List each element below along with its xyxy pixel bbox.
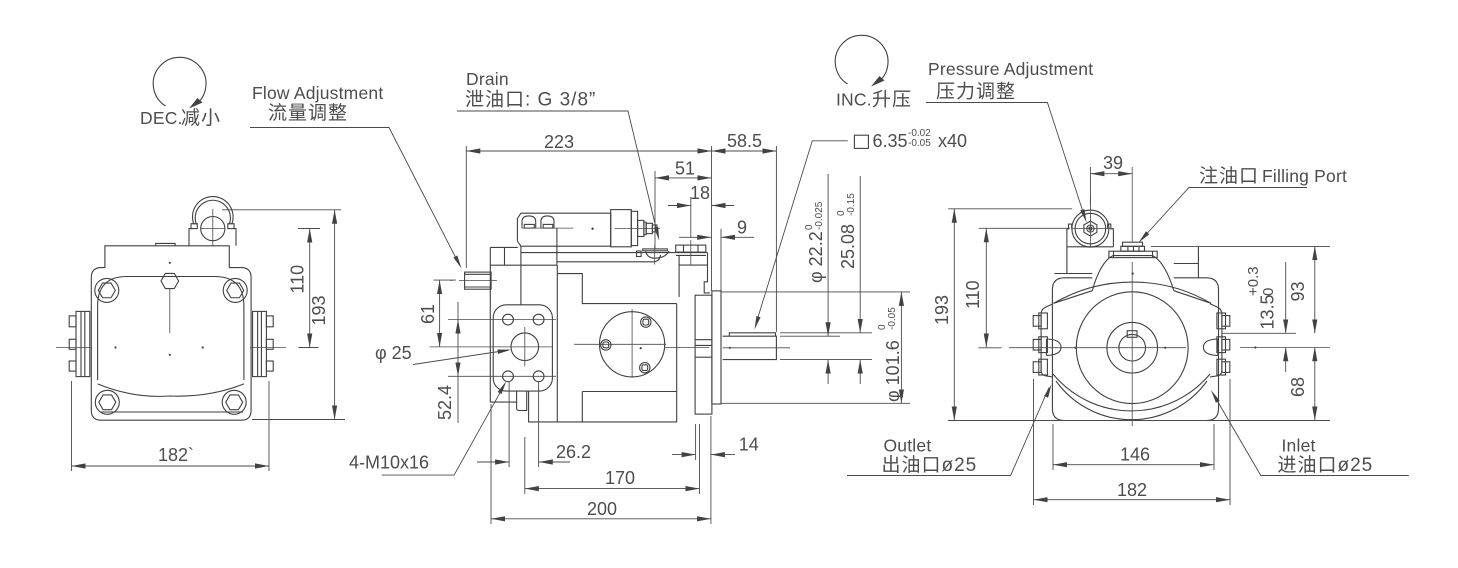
svg-text:Flow Adjustment: Flow Adjustment [252, 83, 383, 103]
svg-text:13.5: 13.5 [1258, 294, 1278, 329]
svg-text:93: 93 [1288, 281, 1308, 301]
svg-text:52.4: 52.4 [435, 385, 455, 420]
svg-text:φ 101.6: φ 101.6 [883, 340, 903, 402]
svg-text:注油口: 注油口 [1199, 165, 1259, 187]
svg-text:DEC.: DEC. [140, 108, 183, 128]
svg-text:146: 146 [1120, 445, 1150, 465]
svg-text:110: 110 [287, 265, 307, 294]
svg-text:出油口ø25: 出油口ø25 [882, 454, 978, 476]
svg-text:26.2: 26.2 [556, 442, 591, 462]
svg-text:+0.3: +0.3 [1245, 266, 1262, 296]
svg-text:18: 18 [690, 183, 710, 203]
svg-text:0: 0 [1260, 288, 1277, 296]
svg-text:-0.15: -0.15 [846, 193, 857, 216]
svg-text:0: 0 [877, 324, 888, 330]
svg-text:193: 193 [932, 295, 952, 325]
svg-text:58.5: 58.5 [727, 131, 762, 151]
svg-text:INC.: INC. [836, 90, 872, 110]
svg-text:110: 110 [963, 280, 983, 309]
svg-text:流量调整: 流量调整 [268, 102, 348, 124]
svg-text:200: 200 [587, 499, 617, 519]
svg-text:进油口ø25: 进油口ø25 [1278, 454, 1374, 476]
svg-text:61: 61 [418, 304, 438, 324]
svg-text:φ 22.2: φ 22.2 [806, 231, 826, 283]
svg-text:压力调整: 压力调整 [936, 81, 1016, 103]
svg-text:-0.025: -0.025 [814, 201, 825, 230]
svg-text:-0.05: -0.05 [908, 138, 931, 149]
svg-text:193: 193 [309, 295, 329, 325]
svg-text:Outlet: Outlet [884, 436, 932, 456]
svg-text:0: 0 [804, 224, 815, 230]
svg-text:182`: 182` [158, 445, 194, 465]
svg-text:170: 170 [605, 468, 635, 488]
svg-text:182: 182 [1117, 480, 1147, 500]
svg-text:9: 9 [737, 218, 747, 238]
svg-text:-0.02: -0.02 [908, 128, 931, 139]
svg-text:25.08: 25.08 [838, 224, 858, 269]
svg-text:泄油口: G 3/8”: 泄油口: G 3/8” [465, 89, 596, 111]
svg-text:223: 223 [544, 132, 574, 152]
svg-text:14: 14 [739, 435, 759, 455]
svg-text:升压: 升压 [872, 89, 912, 111]
svg-text:-0.05: -0.05 [887, 307, 898, 330]
svg-text:6.35: 6.35 [873, 131, 908, 151]
svg-text:39: 39 [1103, 153, 1123, 173]
svg-text:Filling Port: Filling Port [1262, 166, 1347, 186]
svg-text:Pressure Adjustment: Pressure Adjustment [928, 59, 1093, 79]
svg-text:减小: 减小 [181, 107, 221, 129]
svg-text:Drain: Drain [466, 69, 509, 89]
svg-text:x40: x40 [938, 131, 967, 151]
svg-text:0: 0 [836, 210, 847, 216]
svg-text:68: 68 [1288, 377, 1308, 397]
svg-text:φ 25: φ 25 [375, 343, 412, 363]
svg-text:Inlet: Inlet [1282, 436, 1316, 456]
svg-text:51: 51 [675, 159, 695, 179]
svg-text:4-M10x16: 4-M10x16 [349, 453, 429, 473]
